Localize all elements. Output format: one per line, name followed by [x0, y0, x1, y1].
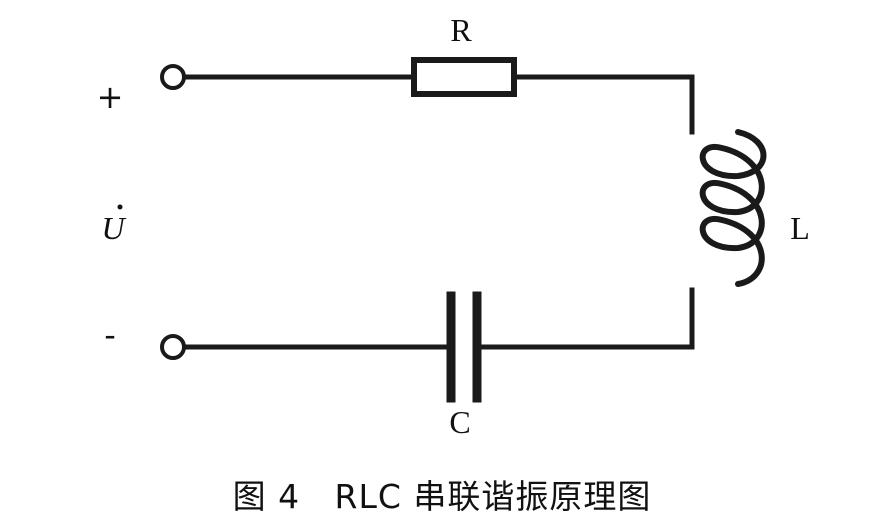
inductor-symbol: [699, 129, 767, 287]
capacitor-label: C: [449, 404, 470, 440]
inductor-label: L: [790, 210, 810, 246]
voltage-phasor-dot: [117, 204, 123, 210]
resistor-symbol: [411, 57, 517, 97]
minus-sign: -: [104, 316, 116, 354]
figure-caption: 图 4 RLC 串联谐振原理图: [232, 477, 652, 516]
terminal-negative: [160, 334, 186, 360]
terminal-positive: [160, 64, 186, 90]
resistor-label: R: [450, 12, 472, 48]
voltage-label: U: [101, 210, 126, 246]
plus-sign: +: [97, 78, 124, 116]
